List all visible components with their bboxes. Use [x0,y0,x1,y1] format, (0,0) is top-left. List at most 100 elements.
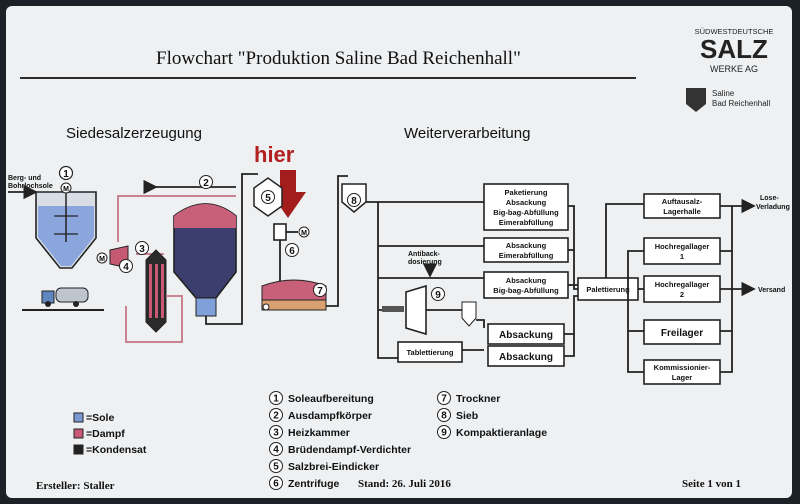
logo-sub1: Saline [712,89,735,98]
step-marker-3 [135,241,149,255]
footer-creator: Ersteller: Staller [36,480,115,492]
step-number-9: 9 [435,290,441,301]
box-hochregal1: Hochregallager 1 [643,237,721,265]
legend-step-marker [269,408,283,422]
evaporator [173,203,237,317]
box-paketierung: Paketierung Absackung Big-bag-Abfüllung … [483,183,569,231]
section-left-heading: Siedesalzerzeugung [66,125,202,142]
legend-step-marker [437,391,451,405]
svg-text:Big-bag-Abfüllung: Big-bag-Abfüllung [493,208,559,217]
box-tablettierung: Tablettierung [397,341,463,363]
to-absackung-1 [476,319,485,328]
box-absackung-2: Absackung [487,345,565,367]
legend-step-label: Brüdendampf-Verdichter [288,444,411,456]
legend-step-marker [269,425,283,439]
step-marker-7 [313,283,327,297]
svg-text:Absackung: Absackung [499,330,553,341]
output-bus [720,206,733,373]
svg-text:Big-bag-Abfüllung: Big-bag-Abfüllung [493,286,559,295]
box-hochregal2: Hochregallager 2 [643,275,721,303]
section-right-heading: Weiterverarbeitung [404,125,530,142]
antiback-label-2: dosierung [408,259,442,266]
svg-text:Paketierung: Paketierung [505,188,548,197]
svg-text:Tablettierung: Tablettierung [407,348,454,357]
legend-step-label: Heizkammer [288,427,350,439]
legend-step-marker [269,442,283,456]
antiback-label-1: Antiback- [408,251,441,258]
hier-arrow-icon [270,170,306,218]
footer-page: Seite 1 von 1 [682,478,741,490]
company-logo: SÜDWESTDEUTSCHE SALZ WERKE AG Saline Bad… [686,27,773,112]
step-marker-8 [347,193,361,207]
legend-step-marker [269,391,283,405]
step-marker-9 [431,287,445,301]
step-number-5: 5 [265,193,271,204]
legend-step-number: 1 [273,394,279,405]
legend-step-number: 7 [441,394,447,405]
svg-text:Auftausalz-: Auftausalz- [662,197,703,206]
step-marker-1 [58,165,74,181]
motor-label: M [63,186,69,193]
output-lose-2: Verladung [756,204,790,211]
step-marker-5 [261,190,275,204]
steam-line-1 [117,195,182,242]
legend-step-number: 4 [273,445,279,456]
motor-label-2: M [99,256,105,263]
svg-text:Absackung: Absackung [506,241,547,250]
svg-text:Freilager: Freilager [661,328,703,339]
motor-label-3: M [301,230,307,237]
box-absackung-eimer: Absackung Eimerabfüllung [483,237,569,263]
legend-step-marker [437,425,451,439]
input-label-2: Bohrlochsole [8,183,53,190]
to-auftausalz [605,203,644,278]
svg-text:Lager: Lager [672,373,693,382]
legend-step-label: Ausdampfkörper [288,410,372,422]
legend-step-number: 8 [441,411,447,422]
logo-line3: WERKE AG [710,64,758,74]
svg-text:Eimerabfüllung: Eimerabfüllung [499,251,554,260]
color-legend: =Sole =Dampf =Kondensat [73,412,147,456]
legend-swatch-kondensat [73,444,84,455]
steam-line-4 [125,295,183,343]
box-palettierung: Palettierung [577,277,639,301]
motor-icon-3 [298,226,310,238]
step-marker-4 [119,259,133,273]
legend-step-label: Sieb [456,410,478,422]
logo-line2: SALZ [700,34,768,64]
legend-label-sole: =Sole [86,412,114,424]
step-number-1: 1 [63,169,69,180]
hier-label: hier [254,142,295,167]
page-title: Flowchart "Produktion Saline Bad Reichen… [156,48,521,69]
abs2-to-palett [564,334,575,357]
compactor [405,284,427,336]
box-freilager: Freilager [643,319,721,345]
box-absackung-bigbag: Absackung Big-bag-Abfüllung [483,271,569,299]
legend-step-number: 3 [273,428,279,439]
dryer-fan-icon [262,303,270,311]
output-versand: Versand [758,287,785,294]
legend-label-kondensat: =Kondensat [86,444,147,456]
dryer-outlet [326,175,348,307]
sole-tank [35,188,97,269]
legend-label-dampf: =Dampf [86,428,125,440]
logo-line1: SÜDWESTDEUTSCHE [695,27,774,36]
step-number-3: 3 [139,244,145,255]
legend-step-number: 2 [273,411,279,422]
svg-text:Kommissionier-: Kommissionier- [654,363,711,372]
step-number-7: 7 [317,286,323,297]
svg-text:Hochregallager: Hochregallager [655,280,710,289]
logo-sub2: Bad Reichenhall [712,99,770,108]
legend-step-number: 6 [273,479,279,490]
legend-step-marker [269,459,283,473]
step-number-8: 8 [351,196,357,207]
bus-main [366,201,398,359]
legend-step-label: Trockner [456,393,500,405]
dryer [261,299,327,311]
svg-text:Lagerhalle: Lagerhalle [663,207,701,216]
logo-shield-icon [686,88,706,112]
motor-icon [60,182,72,194]
centrifuge [273,223,287,241]
legend-swatch-sole [73,412,84,423]
legend-step-label: Kompaktieranlage [456,427,547,439]
